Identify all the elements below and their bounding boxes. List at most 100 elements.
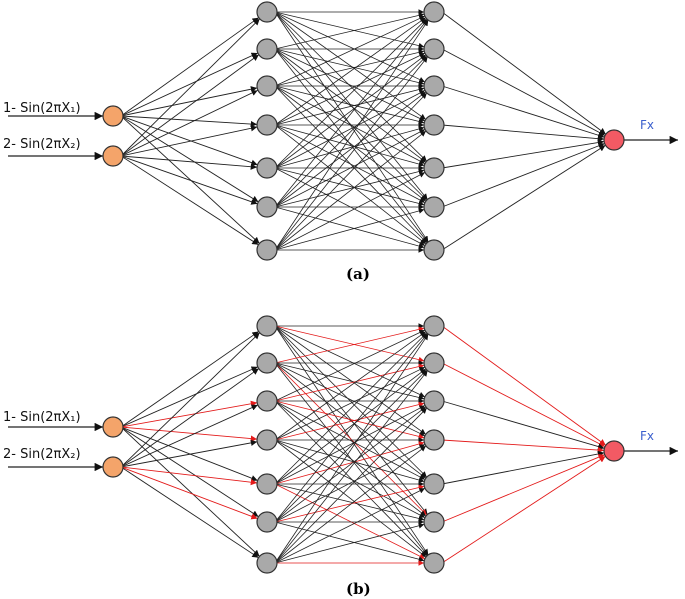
edge-hidden1-hidden2 <box>274 11 429 243</box>
edge-hidden1-hidden2 <box>274 11 426 83</box>
edge-hidden2-output <box>441 11 607 135</box>
edge-hidden1-hidden2 <box>274 523 425 564</box>
input-label-2: 2- Sin(2πX₂) <box>3 137 81 152</box>
edge-hidden1-hidden2 <box>274 441 425 485</box>
edge-hidden1-hidden2 <box>274 19 428 208</box>
edge-hidden1-hidden2 <box>274 444 426 523</box>
edge-hidden2-output <box>441 85 605 139</box>
hidden2-node <box>423 511 445 533</box>
panel-b: 1- Sin(2πX₁) 2- Sin(2πX₂) Fx (b) <box>3 315 678 598</box>
edge-hidden1-hidden2 <box>274 483 426 560</box>
edge-input-hidden1 <box>120 89 259 157</box>
hidden2-node <box>423 196 445 218</box>
nodes-panel-b <box>102 315 625 574</box>
edge-hidden1-hidden2 <box>274 369 428 523</box>
edge-input-hidden1 <box>120 426 260 557</box>
edge-hidden1-hidden2 <box>274 326 425 364</box>
hidden2-node <box>423 473 445 495</box>
edge-hidden1-hidden2 <box>274 11 427 162</box>
edge-hidden1-hidden2 <box>274 55 428 208</box>
edge-input-hidden1 <box>120 155 258 170</box>
edge-hidden2-output <box>441 450 605 485</box>
edge-hidden1-hidden2 <box>274 333 429 564</box>
hidden1-node <box>256 1 278 23</box>
edge-input-hidden1 <box>120 155 258 205</box>
edges-panel-b <box>8 323 678 566</box>
hidden1-node <box>256 473 278 495</box>
edge-input-hidden1 <box>120 426 258 442</box>
hidden2-node <box>423 390 445 412</box>
edge-hidden1-hidden2 <box>274 49 425 87</box>
edge-hidden2-output <box>441 455 606 564</box>
edge-input-hidden1 <box>120 466 259 559</box>
edge-hidden1-hidden2 <box>274 400 428 557</box>
edge-hidden1-hidden2 <box>274 439 427 558</box>
hidden1-node <box>256 511 278 533</box>
hidden2-node <box>423 114 445 136</box>
edge-hidden1-hidden2 <box>274 325 429 556</box>
edge-hidden1-hidden2 <box>274 368 427 485</box>
edge-hidden1-hidden2 <box>274 366 426 441</box>
hidden2-node <box>423 157 445 179</box>
output-node <box>603 129 625 151</box>
edge-hidden1-hidden2 <box>274 124 426 203</box>
edge-hidden1-hidden2 <box>274 405 426 485</box>
edge-hidden1-hidden2 <box>274 325 428 515</box>
output-label: Fx <box>640 429 654 443</box>
edge-hidden1-hidden2 <box>274 325 425 363</box>
output-node <box>603 440 625 462</box>
hidden1-node <box>256 38 278 60</box>
edge-hidden1-hidden2 <box>274 362 426 437</box>
edge-hidden1-hidden2 <box>274 400 425 440</box>
input-node <box>102 105 124 127</box>
edge-hidden1-hidden2 <box>274 400 427 517</box>
edge-hidden1-hidden2 <box>274 362 425 401</box>
edge-hidden1-hidden2 <box>274 208 425 251</box>
edge-hidden2-output <box>441 124 605 142</box>
edge-hidden1-hidden2 <box>274 331 426 441</box>
input-node <box>102 416 124 438</box>
hidden2-node <box>423 38 445 60</box>
edge-hidden1-hidden2 <box>274 483 425 522</box>
input-node <box>102 145 124 167</box>
hidden1-node <box>256 75 278 97</box>
edge-hidden2-output <box>441 400 605 450</box>
edge-input-hidden1 <box>120 115 259 203</box>
edge-hidden1-hidden2 <box>274 126 425 169</box>
edge-hidden1-hidden2 <box>274 11 425 49</box>
edge-hidden1-hidden2 <box>274 172 426 251</box>
input-label-1: 1- Sin(2πX₁) <box>3 101 81 116</box>
edge-input-hidden1 <box>120 115 260 244</box>
hidden1-node <box>256 157 278 179</box>
edge-hidden1-hidden2 <box>274 325 426 435</box>
edge-input-hidden1 <box>120 404 258 468</box>
edge-input-hidden1 <box>120 86 258 117</box>
hidden2-node <box>423 75 445 97</box>
hidden1-node <box>256 552 278 574</box>
caption-a: (a) <box>346 265 370 283</box>
edge-hidden1-hidden2 <box>274 52 426 126</box>
edge-hidden1-hidden2 <box>274 439 425 483</box>
hidden2-node <box>423 352 445 374</box>
edge-hidden1-hidden2 <box>274 56 428 251</box>
edge-hidden1-hidden2 <box>274 85 427 202</box>
edge-hidden1-hidden2 <box>274 92 428 251</box>
edge-hidden2-output <box>441 142 605 208</box>
edge-input-hidden1 <box>120 466 258 520</box>
edge-hidden1-hidden2 <box>274 487 426 564</box>
output-label: Fx <box>640 118 654 132</box>
edge-hidden1-hidden2 <box>274 86 425 126</box>
edge-input-hidden1 <box>120 400 258 428</box>
edge-hidden1-hidden2 <box>274 401 425 441</box>
edge-input-hidden1 <box>120 115 258 128</box>
edge-hidden1-hidden2 <box>274 90 426 169</box>
edge-hidden2-output <box>441 454 605 523</box>
edge-hidden1-hidden2 <box>274 406 427 523</box>
edge-hidden1-hidden2 <box>274 48 426 122</box>
edge-hidden2-output <box>441 362 606 448</box>
edge-hidden1-hidden2 <box>274 91 427 208</box>
hidden2-node <box>423 552 445 574</box>
edge-hidden1-hidden2 <box>274 332 428 485</box>
edge-hidden1-hidden2 <box>274 362 427 479</box>
